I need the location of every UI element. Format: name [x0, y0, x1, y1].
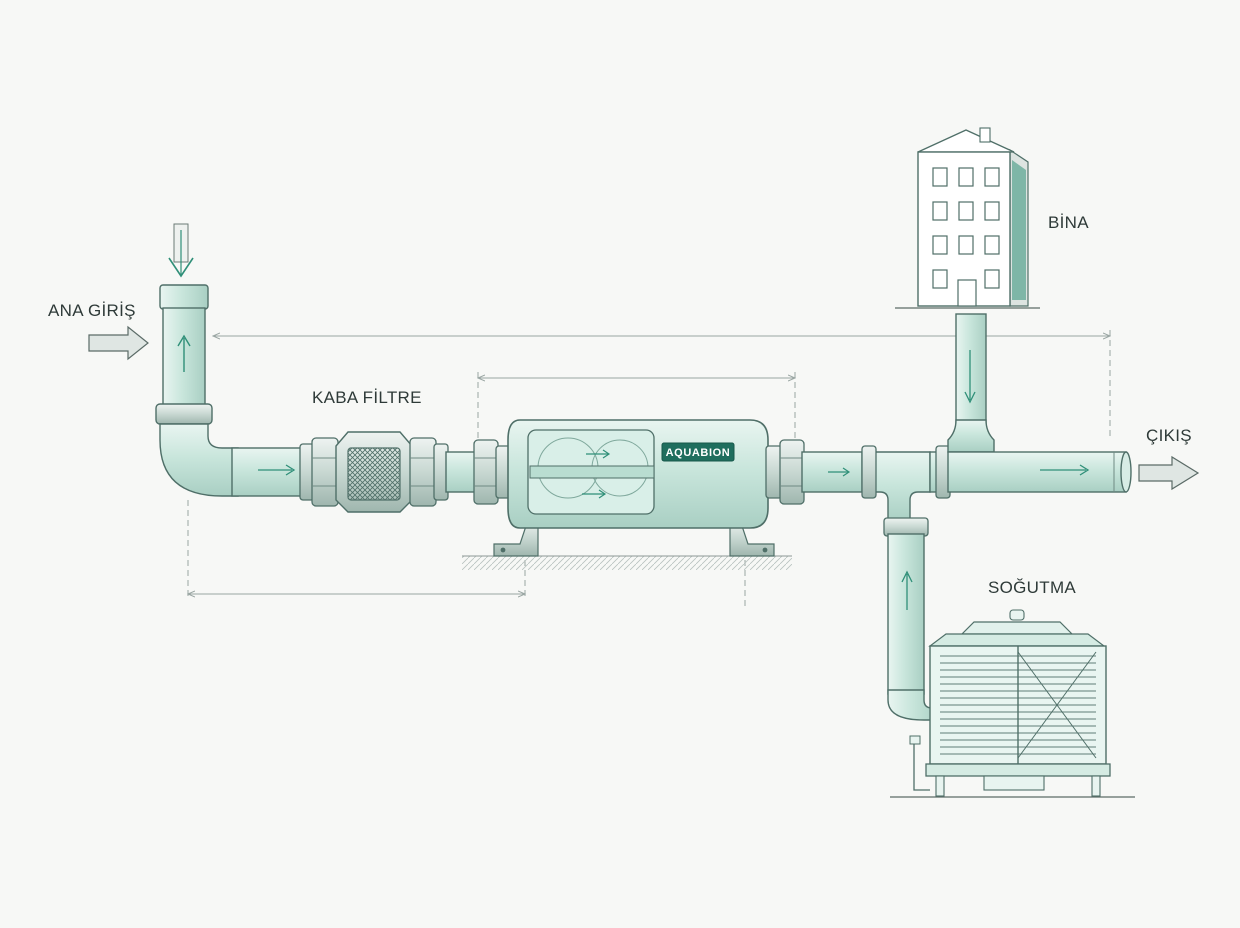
cooling-branch-pipe	[871, 451, 941, 721]
coupling-nut	[765, 439, 805, 505]
inlet-arrow-icon	[88, 325, 149, 361]
brand-label: AQUABION	[666, 447, 731, 459]
inlet-elbow	[159, 423, 239, 497]
top-inlet-arrow-icon	[168, 223, 194, 278]
building-icon	[895, 127, 1040, 309]
building-branch-pipe	[947, 313, 995, 453]
inlet-vertical-pipe	[155, 284, 213, 425]
outlet-arrow-icon	[1138, 455, 1200, 491]
main-pipe	[231, 447, 313, 497]
outlet-label: ÇIKIŞ	[1146, 426, 1192, 445]
coarse-filter-label: KABA FİLTRE	[312, 388, 422, 407]
main-pipe	[445, 451, 477, 493]
coupling-nut	[409, 437, 449, 507]
treatment-unit: AQUABION	[462, 419, 792, 570]
main-pipe	[801, 451, 863, 493]
cooling-label: SOĞUTMA	[988, 578, 1076, 597]
coupling-nut	[299, 437, 339, 507]
coupling-nut	[473, 439, 513, 505]
main-pipe	[947, 451, 1132, 493]
main-inlet-label: ANA GİRİŞ	[48, 301, 136, 320]
cooling-tower-icon	[890, 609, 1135, 798]
building-label: BİNA	[1048, 213, 1089, 232]
brand-plate	[661, 442, 735, 462]
main-pipe	[861, 445, 951, 499]
strainer-icon	[335, 431, 413, 513]
